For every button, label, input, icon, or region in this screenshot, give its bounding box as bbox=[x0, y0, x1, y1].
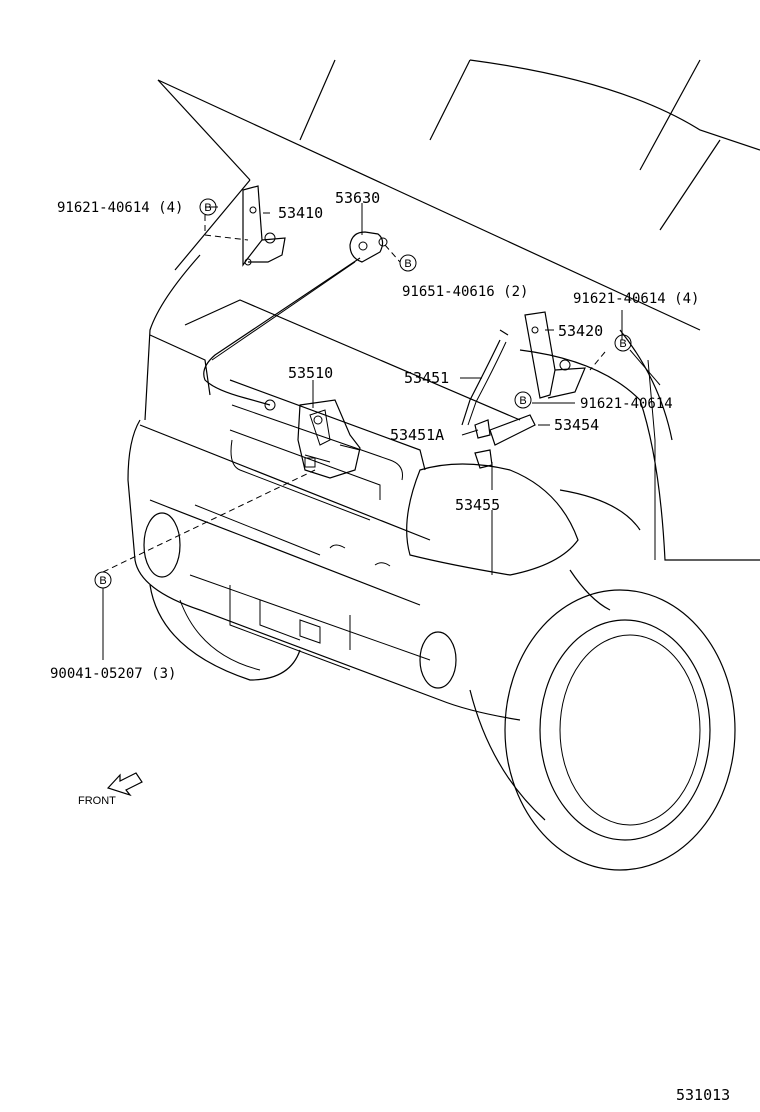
hood-lock bbox=[297, 399, 361, 479]
front-arrow-icon bbox=[106, 772, 143, 797]
car-body-outline bbox=[127, 254, 760, 821]
label-fastener-90041-05207: 90041-05207 (3) bbox=[50, 666, 176, 682]
callout-b-4: B bbox=[514, 391, 532, 409]
callout-b-5: B bbox=[94, 571, 112, 589]
front-label: FRONT bbox=[78, 795, 116, 807]
label-fastener-91621-40614-single: 91621-40614 bbox=[580, 396, 673, 412]
label-53451: 53451 bbox=[404, 369, 449, 387]
label-53510: 53510 bbox=[288, 364, 333, 382]
hood-hinge-right bbox=[524, 311, 586, 399]
label-53420: 53420 bbox=[558, 322, 603, 340]
svg-text:B: B bbox=[204, 202, 211, 214]
svg-text:B: B bbox=[519, 395, 526, 407]
front-wheel-left bbox=[149, 584, 301, 681]
label-53451a: 53451A bbox=[390, 426, 444, 444]
hood-release-lever bbox=[349, 231, 388, 263]
callout-b-3: B bbox=[614, 334, 632, 352]
label-53455: 53455 bbox=[455, 496, 500, 514]
rod-holder-53451a bbox=[474, 419, 491, 439]
callout-b-1: B bbox=[199, 198, 217, 216]
hood-outline bbox=[157, 59, 760, 331]
hood-hinge-left bbox=[242, 185, 286, 267]
callout-b-2: B bbox=[399, 254, 417, 272]
label-fastener-91621-40614-left: 91621-40614 (4) bbox=[57, 200, 183, 216]
svg-text:B: B bbox=[619, 338, 626, 350]
diagram-reference-number: 531013 bbox=[676, 1086, 730, 1104]
hood-release-cable bbox=[203, 257, 361, 411]
label-53454: 53454 bbox=[554, 416, 599, 434]
label-53410: 53410 bbox=[278, 204, 323, 222]
svg-text:B: B bbox=[404, 258, 411, 270]
hood-support-rod bbox=[461, 329, 509, 426]
label-fastener-91621-40614-right: 91621-40614 (4) bbox=[573, 291, 699, 307]
svg-text:B: B bbox=[99, 575, 106, 587]
front-wheel-right bbox=[504, 589, 736, 871]
rod-retainer-53454 bbox=[489, 414, 536, 446]
label-53630: 53630 bbox=[335, 189, 380, 207]
leader-lines bbox=[102, 203, 661, 660]
label-fastener-91651-40616: 91651-40616 (2) bbox=[402, 284, 528, 300]
